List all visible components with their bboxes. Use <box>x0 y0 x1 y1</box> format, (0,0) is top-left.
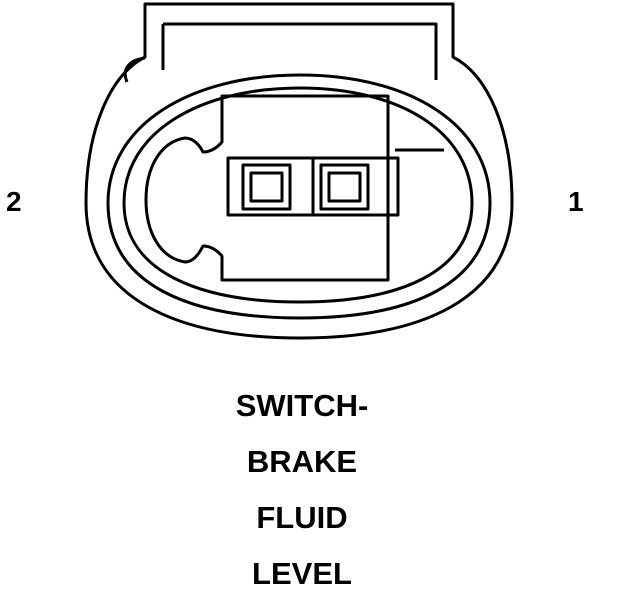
caption-line-2: BRAKE <box>246 444 358 479</box>
caption-line-3: FLUID <box>256 500 348 535</box>
caption-line-4: LEVEL <box>252 556 352 591</box>
connector-middle-ring <box>106 73 492 320</box>
pin-label-1: 1 <box>568 186 584 217</box>
pin-label-2: 2 <box>6 186 22 217</box>
connector-inner-ring <box>122 86 474 304</box>
locking-tab <box>123 56 146 83</box>
latch-inner-outline <box>163 22 438 80</box>
terminal-1 <box>319 163 370 211</box>
connector-key <box>144 94 390 282</box>
connector-outer-shell <box>84 2 514 340</box>
caption-line-1: SWITCH- <box>235 388 369 423</box>
terminal-2 <box>241 163 292 211</box>
